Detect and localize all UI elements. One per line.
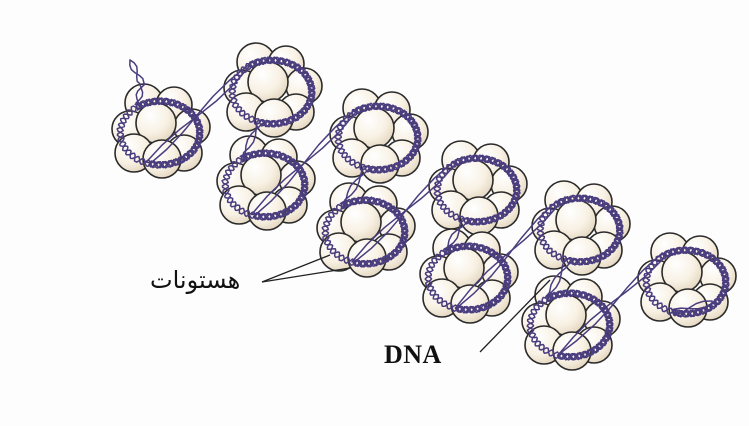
histone-ball	[254, 98, 294, 138]
dna-layer	[116, 56, 730, 361]
dna-strand	[116, 56, 730, 361]
nucleosome	[428, 140, 528, 236]
nucleosome	[223, 42, 323, 138]
dna-label: DNA	[384, 340, 442, 369]
histones-leader-line	[261, 254, 331, 283]
dna-strand	[116, 56, 730, 361]
dna-leader-line	[479, 279, 551, 353]
nucleosome	[329, 88, 429, 184]
nucleosome	[419, 228, 519, 324]
nucleosome	[531, 180, 631, 276]
histones-label: هستونات	[150, 266, 241, 294]
histone-layer	[111, 42, 737, 371]
histone-ball	[360, 144, 400, 184]
histones-leader-line	[261, 267, 351, 283]
leader-layer	[261, 254, 551, 353]
